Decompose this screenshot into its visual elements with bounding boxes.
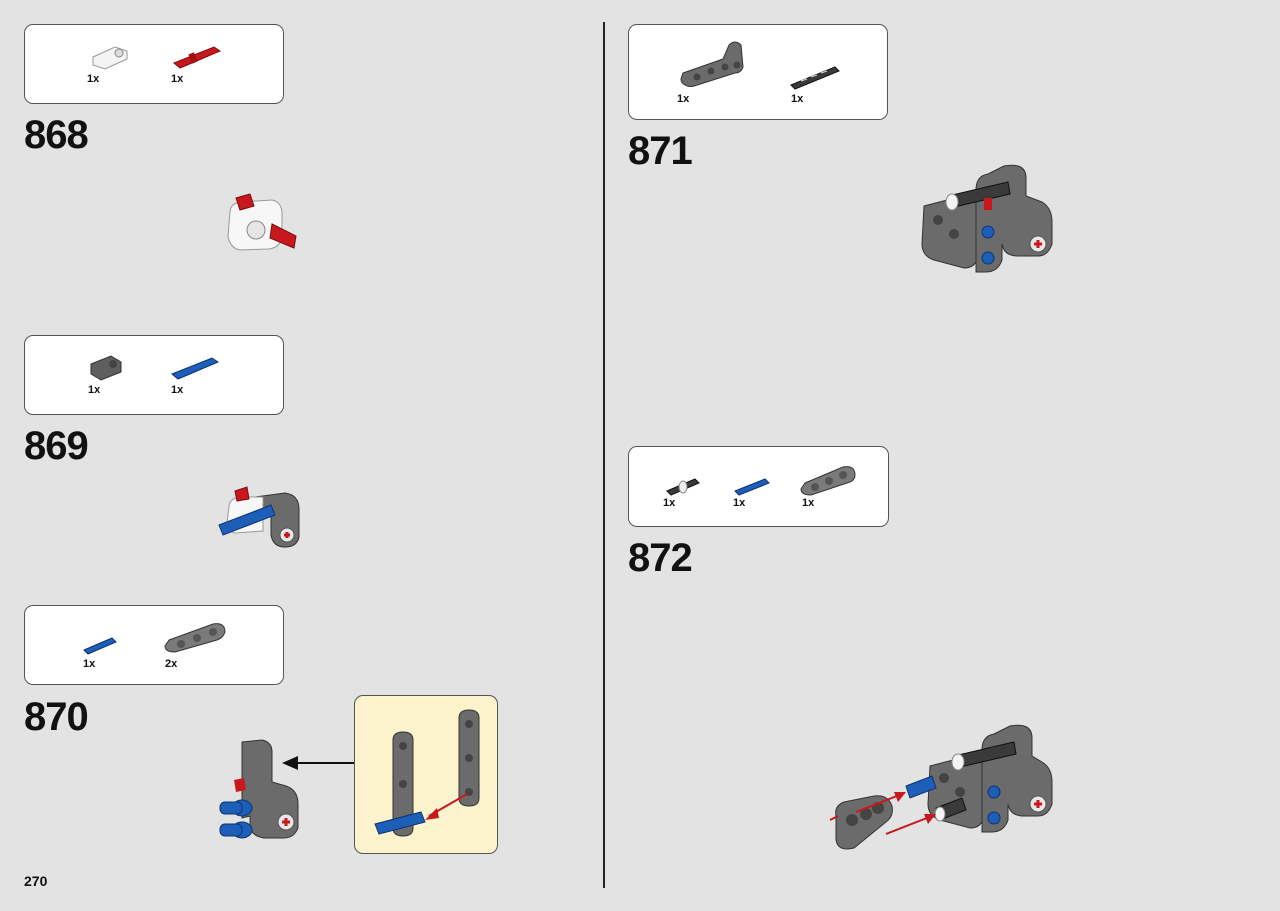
blue-pin-part [83,637,117,655]
part-qty: 1x [733,497,746,509]
step-number-871: 871 [628,129,693,173]
part-qty: 2x [165,658,178,670]
step-number-868: 868 [24,113,89,157]
part-qty: 1x [171,73,184,85]
blue-pin-part [734,478,770,496]
part-qty: 1x [87,73,100,85]
callout-arrow [282,756,354,770]
parts-box-step-869: 1x 1x [24,335,284,415]
column-divider [603,22,605,888]
step-872-illustration [829,724,1053,850]
callout-illustration [374,709,480,837]
white-connector-part [92,46,128,70]
part-qty: 1x [83,658,96,670]
part-qty: 1x [663,497,676,509]
step-868-illustration [227,193,297,251]
parts-box-step-868: 1x 1x [24,24,284,104]
black-pin-part [666,478,700,496]
step-number-869: 869 [24,424,89,468]
step-870-illustration [219,739,299,839]
dark-gray-connector-part [90,355,122,381]
parts-box-step-870: 1x 2x [24,605,284,685]
black-axle-part [790,66,840,90]
step-869-illustration [218,486,300,548]
gray-angled-beam-part [680,41,744,87]
part-qty: 1x [88,384,101,396]
part-qty: 1x [677,93,690,105]
step-871-illustration [921,164,1053,273]
part-qty: 1x [791,93,804,105]
sub-assembly-callout [354,695,498,854]
gray-beam-3-part [800,466,856,496]
gray-beam-3-part [164,623,226,653]
parts-box-step-871: 1x 1x [628,24,888,120]
parts-box-step-872: 1x 1x 1x [628,446,889,527]
page-number: 270 [24,873,48,889]
part-qty: 1x [171,384,184,396]
red-axle-pin-part [173,46,222,69]
part-qty: 1x [802,497,815,509]
step-number-872: 872 [628,536,693,580]
step-number-870: 870 [24,695,89,739]
blue-axle-pin-part [171,357,220,380]
